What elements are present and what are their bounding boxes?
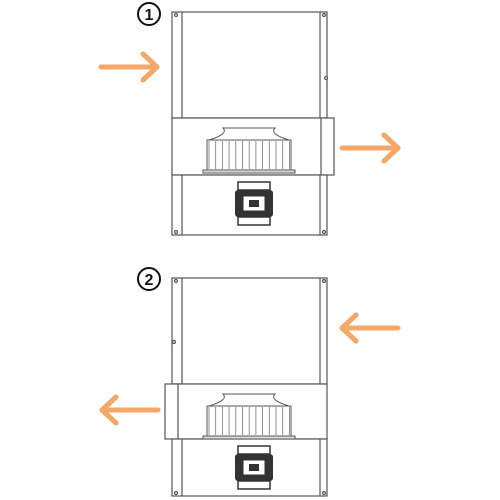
motor-icon xyxy=(235,181,273,226)
discharge-arrow xyxy=(339,132,401,164)
arrow-icon xyxy=(339,132,401,164)
diagram-1: 1 xyxy=(98,2,401,236)
arrow-icon xyxy=(99,394,161,426)
diagram-2-badge: 2 xyxy=(137,267,161,291)
upper-chamber xyxy=(171,11,328,119)
discharge-collar-right xyxy=(320,117,335,176)
diagram-2-motor xyxy=(235,445,273,490)
motor-icon xyxy=(235,445,273,490)
arrow-icon xyxy=(98,51,160,83)
diagram-2-fan xyxy=(202,393,296,440)
number-badge-icon xyxy=(137,2,161,26)
intake-arrow xyxy=(98,51,160,83)
arrow-icon xyxy=(339,312,401,344)
diagram-1-badge: 1 xyxy=(137,2,161,26)
number-badge-icon xyxy=(137,267,161,291)
intake-arrow xyxy=(339,312,401,344)
centrifugal-fan-icon xyxy=(202,127,296,174)
discharge-collar-left xyxy=(164,383,179,440)
fan-blades xyxy=(208,407,290,435)
discharge-arrow xyxy=(99,394,161,426)
centrifugal-fan-icon xyxy=(202,393,296,440)
diagram-1-motor xyxy=(235,181,273,226)
upper-chamber xyxy=(171,277,328,385)
diagram-2-label: 2 xyxy=(145,272,154,289)
diagram-1-label: 1 xyxy=(145,7,154,24)
diagram-2: 2 xyxy=(99,267,401,497)
diagram-1-fan xyxy=(202,127,296,174)
fan-blades xyxy=(208,141,290,169)
